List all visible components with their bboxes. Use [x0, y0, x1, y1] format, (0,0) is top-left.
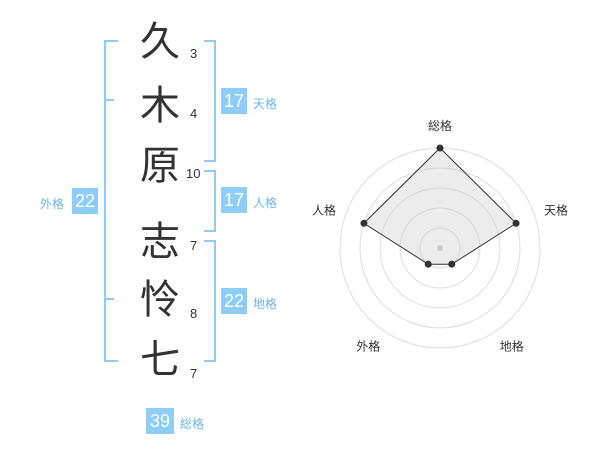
chikaku-bracket: [204, 240, 216, 362]
gaikaku-bracket-tick-top: [104, 99, 114, 101]
radar-axis-label: 地格: [500, 339, 524, 354]
stroke-count-4: 7: [190, 238, 198, 253]
tenkaku-value: 17: [221, 88, 247, 114]
name-char-2: 木: [140, 83, 180, 129]
tenkaku-label: 天格: [253, 97, 278, 111]
radar-point: [360, 219, 368, 227]
jinkaku-label: 人格: [253, 196, 278, 210]
radar-point: [448, 260, 456, 268]
chikaku-value: 22: [221, 288, 247, 314]
gaikaku-bracket-tick-bottom: [104, 298, 114, 300]
gaikaku-value: 22: [72, 188, 98, 214]
stroke-count-6: 7: [190, 366, 198, 381]
stroke-count-3: 10: [186, 166, 201, 181]
name-char-5: 怜: [140, 277, 180, 323]
radar-center-dot: [437, 245, 443, 251]
radar-ring: [399, 207, 481, 289]
radar-axis-label: 人格: [312, 202, 336, 217]
radar-point: [436, 144, 444, 152]
stroke-count-5: 8: [190, 306, 198, 321]
radar-ring: [379, 187, 501, 309]
name-char-4: 志: [140, 219, 180, 265]
jinkaku-value: 17: [221, 187, 247, 213]
tenkaku-bracket: [204, 40, 216, 162]
gaikaku-bracket: [104, 40, 118, 362]
chikaku-label: 地格: [253, 297, 278, 311]
radar-ring: [419, 227, 461, 269]
name-char-1: 久: [140, 19, 180, 65]
radar-area: [363, 147, 517, 265]
radar-axis-label: 天格: [544, 202, 568, 217]
jinkaku-bracket: [204, 170, 216, 232]
name-char-3: 原: [140, 143, 180, 189]
radar-point: [512, 219, 520, 227]
radar-point: [424, 260, 432, 268]
radar-ring: [359, 167, 521, 329]
radar-rings: [339, 147, 541, 349]
radar-axis-label: 総格: [428, 118, 452, 133]
soukaku-label: 総格: [180, 417, 205, 431]
radar-axis-label: 外格: [356, 339, 380, 354]
stroke-count-1: 3: [190, 46, 198, 61]
radar-points: [360, 144, 520, 268]
name-char-6: 七: [140, 337, 180, 383]
gaikaku-label: 外格: [40, 197, 65, 211]
soukaku-value: 39: [146, 408, 174, 434]
stroke-count-2: 4: [190, 106, 198, 121]
